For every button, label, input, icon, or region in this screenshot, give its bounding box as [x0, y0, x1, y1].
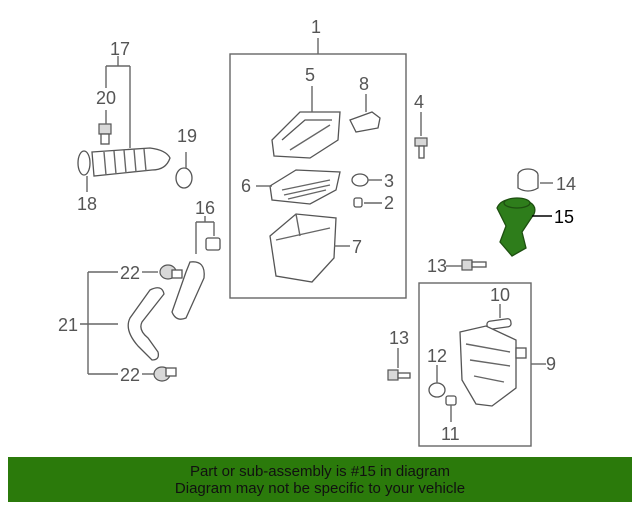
- callout-15[interactable]: 15: [554, 207, 574, 227]
- bolt-13-lower[interactable]: [387, 369, 411, 381]
- curved-hose[interactable]: [127, 287, 165, 361]
- callout-10[interactable]: 10: [490, 285, 510, 305]
- resonator-body[interactable]: [459, 325, 527, 407]
- breather-hose[interactable]: [171, 261, 205, 320]
- info-banner: Part or sub-assembly is #15 in diagram D…: [8, 457, 632, 502]
- callout-3[interactable]: 3: [384, 171, 394, 191]
- callout-21[interactable]: 21: [58, 315, 78, 335]
- grommet[interactable]: [351, 173, 369, 187]
- callout-9[interactable]: 9: [546, 354, 556, 374]
- hose-clamp-19[interactable]: [175, 167, 193, 189]
- callout-13-upper[interactable]: 13: [427, 256, 447, 276]
- grommet-16[interactable]: [205, 237, 221, 251]
- callout-12[interactable]: 12: [427, 346, 447, 366]
- hose-clamp-18[interactable]: [77, 150, 91, 176]
- callout-19[interactable]: 19: [177, 126, 197, 146]
- callout-1[interactable]: 1: [311, 17, 321, 37]
- air-filter-element[interactable]: [269, 169, 341, 205]
- callout-4[interactable]: 4: [414, 92, 424, 112]
- callout-22-upper[interactable]: 22: [120, 263, 140, 283]
- intake-clip[interactable]: [349, 111, 381, 133]
- callout-17[interactable]: 17: [110, 39, 130, 59]
- callout-20[interactable]: 20: [96, 88, 116, 108]
- intake-hose[interactable]: [91, 147, 171, 177]
- callout-5[interactable]: 5: [305, 65, 315, 85]
- bolt-4[interactable]: [414, 137, 428, 159]
- callout-6[interactable]: 6: [241, 176, 251, 196]
- grommet-12[interactable]: [428, 382, 446, 398]
- banner-line-1: Part or sub-assembly is #15 in diagram: [189, 462, 451, 480]
- hose-clamp-22-lower[interactable]: [153, 366, 177, 382]
- clip-11[interactable]: [445, 395, 457, 406]
- callout-13-lower[interactable]: 13: [389, 328, 409, 348]
- hose-clamp-14[interactable]: [517, 168, 539, 192]
- resonator-seal[interactable]: [486, 318, 512, 330]
- air-cleaner-cover[interactable]: [271, 111, 341, 159]
- air-cleaner-lower-housing[interactable]: [269, 213, 337, 283]
- callout-7[interactable]: 7: [352, 237, 362, 257]
- callout-14[interactable]: 14: [556, 174, 576, 194]
- clip-2[interactable]: [353, 197, 363, 208]
- bolt-13-upper[interactable]: [461, 259, 487, 271]
- hose-clamp-22-upper[interactable]: [159, 264, 183, 280]
- banner-line-2: Diagram may not be specific to your vehi…: [174, 479, 466, 497]
- intake-duct-15-highlighted[interactable]: [496, 197, 536, 257]
- callout-22-lower[interactable]: 22: [120, 365, 140, 385]
- callout-8[interactable]: 8: [359, 74, 369, 94]
- parts-diagram: 1 5 8 6 3 2 7 4 14: [58, 17, 576, 447]
- callout-16[interactable]: 16: [195, 198, 215, 218]
- sensor-20[interactable]: [98, 123, 112, 145]
- callout-18[interactable]: 18: [77, 194, 97, 214]
- callout-2[interactable]: 2: [384, 193, 394, 213]
- callout-11[interactable]: 11: [441, 424, 460, 444]
